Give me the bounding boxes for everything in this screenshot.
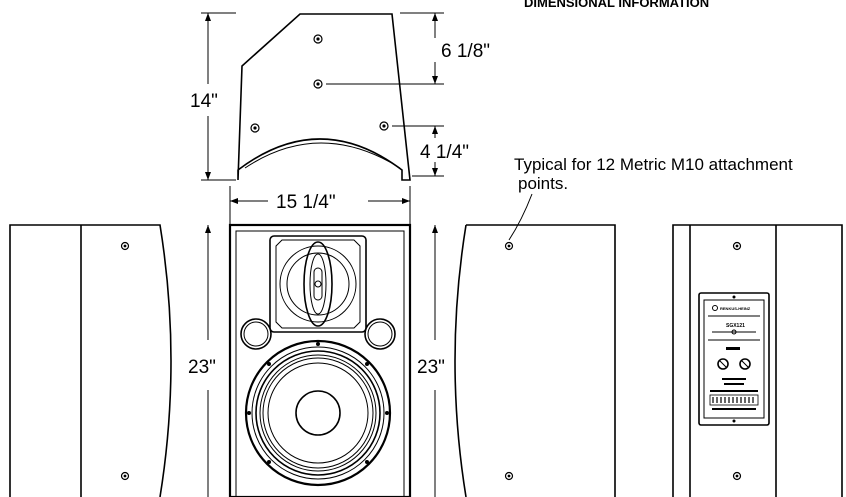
connector-plate: RENKUS-HEINZ SGX121 — [698, 292, 770, 426]
right-side-view — [454, 224, 616, 497]
top-view-outline — [237, 13, 411, 181]
dimension-top-offset-upper — [326, 12, 444, 85]
label-height-right: 23" — [417, 357, 445, 378]
label-top-height: 14" — [190, 91, 218, 112]
dimension-top-height — [201, 12, 236, 181]
woofer — [244, 339, 392, 487]
rear-view: RENKUS-HEINZ SGX121 — [672, 224, 843, 497]
connector-input — [717, 358, 729, 370]
dimension-height-left — [205, 225, 211, 497]
label-top-offset-upper: 6 1/8" — [441, 41, 490, 62]
connector-output — [739, 358, 751, 370]
dimension-width — [229, 186, 411, 224]
note-leader — [508, 193, 533, 241]
port-right — [364, 318, 396, 350]
header-title: DIMENSIONAL INFORMATION — [524, 0, 709, 10]
front-view — [228, 223, 412, 497]
top-view: 14" 6 1/8" 4 1/4" — [190, 12, 490, 181]
label-height-left: 23" — [188, 357, 216, 378]
dimension-top-offset-lower — [392, 125, 444, 177]
left-side-view — [9, 224, 172, 497]
label-width: 15 1/4" — [276, 192, 336, 213]
brand-logo — [712, 305, 718, 311]
plate-brand: RENKUS-HEINZ — [720, 306, 751, 311]
port-left — [240, 318, 272, 350]
cabinet-outline — [228, 223, 412, 497]
grille-frame — [235, 230, 405, 497]
plate-model: SGX121 — [726, 323, 745, 329]
dimension-height-right — [432, 225, 438, 497]
note-line2: points. — [518, 174, 568, 193]
top-view-arc-inner — [244, 142, 401, 169]
horn — [269, 235, 367, 333]
note-line1: Typical for 12 Metric M10 attachment — [514, 155, 793, 174]
label-top-offset-lower: 4 1/4" — [420, 142, 469, 163]
